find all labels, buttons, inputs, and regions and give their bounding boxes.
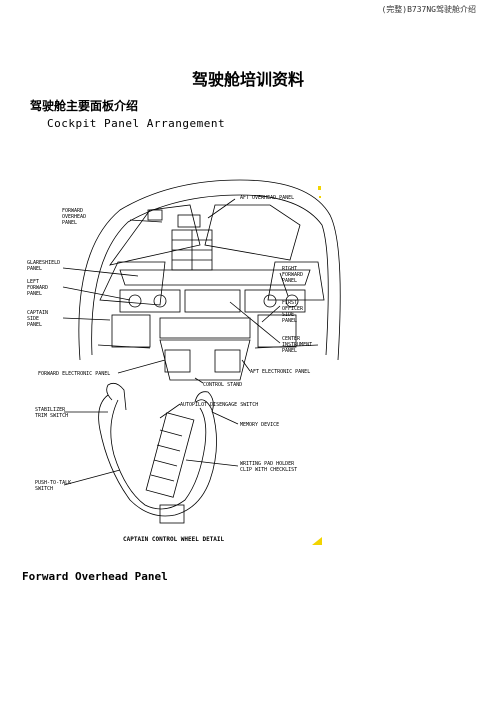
document-header: (完整)B737NG驾驶舱介绍: [381, 5, 476, 14]
label-left-forward-1: LEFT: [27, 279, 39, 285]
label-autopilot-disengage: AUTOPILOT DISENGAGE SWITCH: [180, 402, 258, 408]
footer-heading: Forward Overhead Panel: [22, 570, 168, 583]
label-center-instrument-2: INSTRUMENT: [282, 342, 312, 348]
label-captain-side-1: CAPTAIN: [27, 310, 48, 316]
label-aft-overhead: AFT OVERHEAD PANEL: [240, 195, 294, 201]
section-heading-en: Cockpit Panel Arrangement: [47, 117, 226, 130]
label-first-officer-1: FIRST: [282, 300, 297, 306]
marker-dot: [318, 186, 321, 190]
label-center-instrument-3: PANEL: [282, 348, 297, 354]
label-forward-electronic: FORWARD ELECTRONIC PANEL: [38, 371, 110, 377]
page-title: 驾驶舱培训资料: [191, 70, 304, 89]
label-forward-overhead-3: PANEL: [62, 220, 77, 226]
label-wheel-caption: CAPTAIN CONTROL WHEEL DETAIL: [123, 536, 225, 543]
label-writing-pad-2: CLIP WITH CHECKLIST: [240, 467, 297, 473]
label-stabilizer-1: STABILIZER: [35, 407, 66, 413]
label-first-officer-4: PANEL: [282, 318, 297, 324]
section-heading-zh: 驾驶舱主要面板介绍: [30, 99, 139, 113]
label-aft-electronic: AFT ELECTRONIC PANEL: [250, 369, 310, 375]
label-center-instrument-1: CENTER: [282, 336, 301, 342]
label-glareshield-1: GLARESHIELD: [27, 260, 60, 266]
marker-dot-small: [319, 196, 321, 198]
label-control-stand: CONTROL STAND: [203, 382, 242, 388]
label-first-officer-3: SIDE: [282, 312, 294, 318]
label-push-to-talk-2: SWITCH: [35, 486, 53, 492]
label-left-forward-2: FORWARD: [27, 285, 48, 291]
label-memory-device: MEMORY DEVICE: [240, 422, 279, 428]
label-forward-overhead-1: FORWARD: [62, 208, 83, 214]
label-push-to-talk-1: PUSH-TO-TALK: [35, 480, 71, 486]
label-stabilizer-2: TRIM SWITCH: [35, 413, 68, 419]
label-captain-side-3: PANEL: [27, 322, 42, 328]
label-forward-overhead-2: OVERHEAD: [62, 214, 86, 220]
marker-triangle: [312, 537, 322, 545]
label-writing-pad-1: WRITING PAD HOLDER: [240, 461, 295, 467]
label-first-officer-2: OFFICER: [282, 306, 304, 312]
label-captain-side-2: SIDE: [27, 316, 39, 322]
label-right-forward-2: FORWARD: [282, 272, 303, 278]
label-glareshield-2: PANEL: [27, 266, 42, 272]
label-left-forward-3: PANEL: [27, 291, 42, 297]
label-right-forward-3: PANEL: [282, 278, 297, 284]
label-right-forward-1: RIGHT: [282, 266, 297, 272]
